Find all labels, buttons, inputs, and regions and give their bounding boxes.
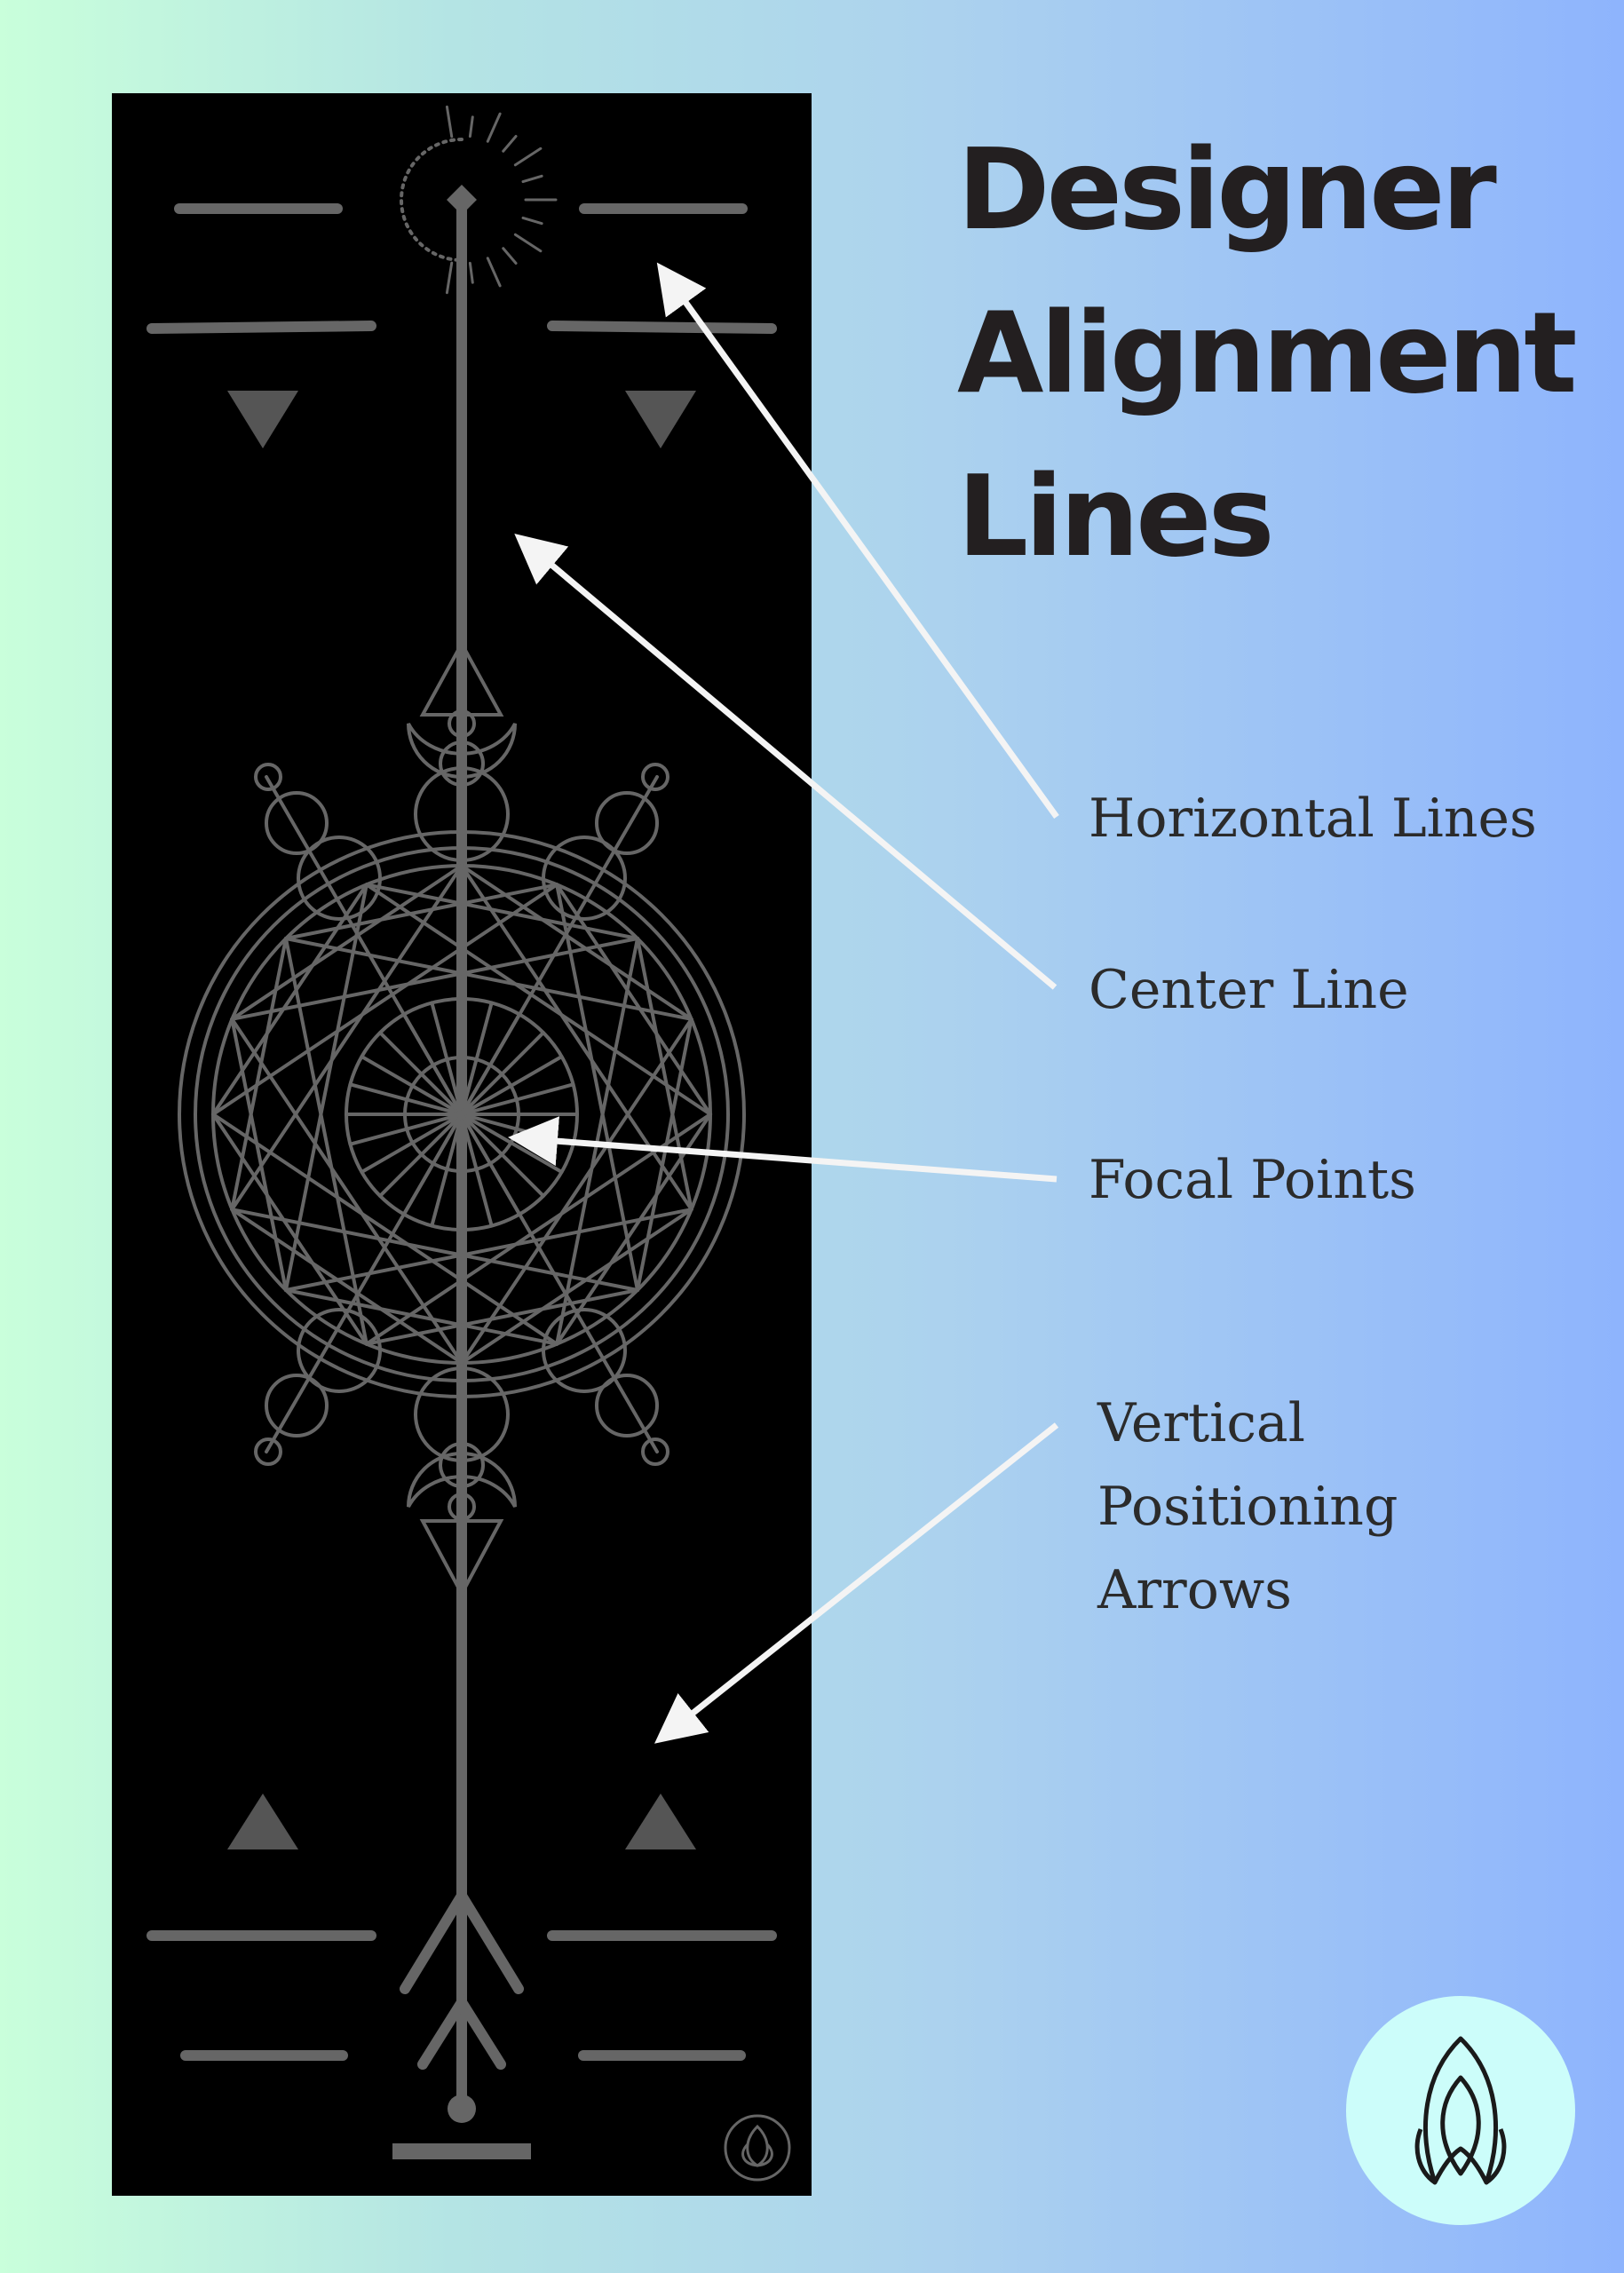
positioning-arrow-top-left: [227, 391, 298, 448]
fletching-lower: [417, 1992, 506, 2070]
mandala: [178, 639, 746, 1598]
page-title: Designer Alignment Lines: [957, 108, 1577, 598]
label-center-line: Center Line: [1089, 959, 1409, 1021]
label-horizontal-lines: Horizontal Lines: [1089, 788, 1537, 850]
mat-artwork: [147, 105, 791, 2182]
horizontal-line-top-right-long: [547, 321, 777, 334]
title-line-2: Alignment: [957, 288, 1577, 418]
label-vertical-positioning-arrows: Vertical Positioning Arrows: [1097, 1382, 1398, 1632]
yoga-mat: [112, 93, 812, 2196]
horizontal-line-top-left-long: [147, 321, 376, 334]
logo-badge: [1346, 1996, 1575, 2225]
label-vertical-line-1: Vertical: [1097, 1392, 1305, 1454]
sun-dotted-arc: [400, 138, 463, 262]
label-vertical-line-2: Positioning: [1097, 1476, 1398, 1538]
title-line-1: Designer: [957, 124, 1497, 255]
center-line-end-dot: [448, 2095, 476, 2123]
center-line-top-diamond: [447, 185, 477, 215]
label-focal-points: Focal Points: [1089, 1149, 1416, 1211]
lotus-icon: [1414, 2036, 1507, 2185]
label-vertical-line-3: Arrows: [1097, 1559, 1292, 1621]
lotus-icon: [724, 2114, 791, 2182]
title-line-3: Lines: [957, 451, 1275, 582]
positioning-arrow-top-right: [625, 391, 696, 448]
positioning-arrow-bottom-right: [625, 1794, 696, 1849]
fletching-upper: [400, 1885, 524, 1994]
positioning-arrow-bottom-left: [227, 1794, 298, 1849]
sun-rays: [445, 105, 558, 295]
